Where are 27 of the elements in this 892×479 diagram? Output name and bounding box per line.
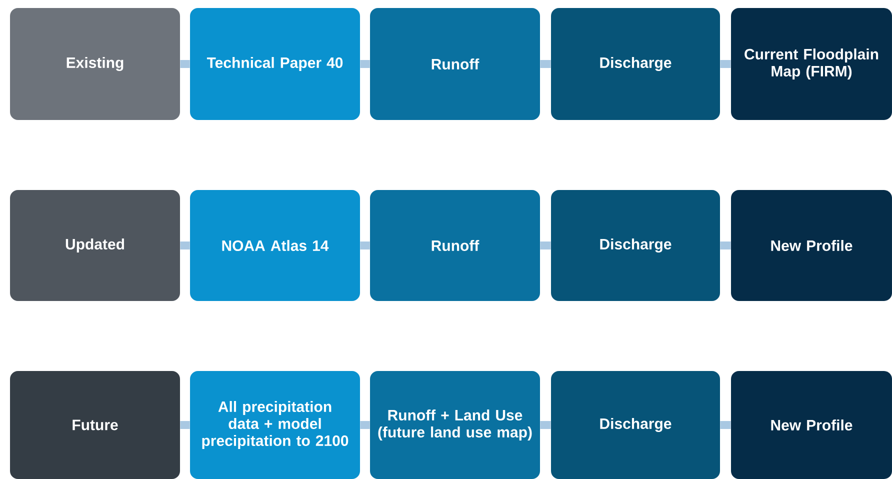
connector xyxy=(540,60,551,68)
process-box: Runoff xyxy=(370,190,540,301)
connector xyxy=(360,60,370,68)
connector xyxy=(360,421,370,429)
process-box: Technical Paper 40 xyxy=(190,8,360,120)
process-box: Current Floodplain Map (FIRM) xyxy=(731,8,892,120)
connector xyxy=(180,242,190,250)
label-box: Future xyxy=(10,371,180,479)
connector xyxy=(180,60,190,68)
connector xyxy=(540,421,551,429)
process-box: New Profile xyxy=(731,190,892,301)
process-box: Runoff xyxy=(370,8,540,120)
process-box: All precipitation data + model precipitation to 2100 xyxy=(190,371,360,479)
process-box: New Profile xyxy=(731,371,892,479)
connector xyxy=(720,242,731,250)
process-box: Discharge xyxy=(551,371,720,479)
process-box: Discharge xyxy=(551,8,720,120)
label-box: Updated xyxy=(10,190,180,301)
label-box: Existing xyxy=(10,8,180,120)
process-box: Runoff + Land Use (future land use map) xyxy=(370,371,540,479)
connector xyxy=(180,421,190,429)
connector xyxy=(720,60,731,68)
process-box: NOAA Atlas 14 xyxy=(190,190,360,301)
connector xyxy=(360,242,370,250)
connector xyxy=(720,421,731,429)
process-box: Discharge xyxy=(551,190,720,301)
connector xyxy=(540,242,551,250)
